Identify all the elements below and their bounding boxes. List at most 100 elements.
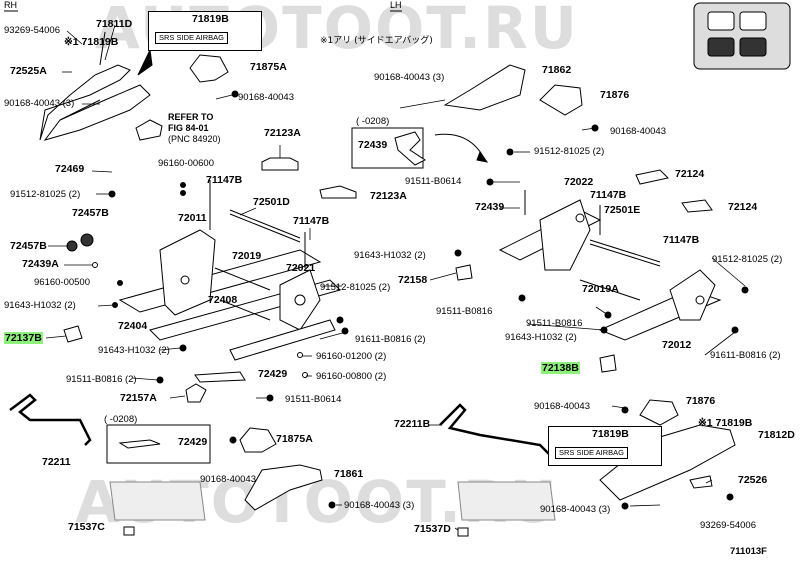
- label-72019: 72019: [232, 250, 262, 262]
- label-72158: 72158: [398, 274, 428, 286]
- srs-label-lh: SRS SIDE AIRBAG: [555, 447, 629, 459]
- label-96160-00500: 96160-00500: [34, 277, 90, 288]
- label-72501d: 72501D: [253, 196, 290, 208]
- label-91511-b0816-r2: 91511-B0816: [526, 318, 583, 329]
- header-lh: LH: [390, 0, 402, 10]
- label-91512-81025-c: 91512-81025 (2): [320, 282, 391, 293]
- label-91511-b0816-l: 91511-B0816 (2): [66, 374, 137, 385]
- inset-date-rh: ( -0208): [104, 414, 138, 425]
- label-71147b-a: 71147B: [206, 174, 243, 186]
- seat-cover-71811d: [39, 31, 151, 141]
- label-72429-inset: 72429: [178, 436, 208, 448]
- highlight-72138b: 72138B: [541, 362, 580, 374]
- label-72439-r: 72439: [475, 201, 505, 213]
- bracket-71875a-bottom: [239, 427, 277, 453]
- label-72211b: 72211B: [394, 418, 431, 430]
- clip-72123a-top: [261, 157, 299, 171]
- label-72408: 72408: [208, 294, 238, 306]
- label-91611-b0816-r: 91611-B0816 (2): [710, 350, 781, 361]
- bracket-71876-bottom: [639, 399, 679, 426]
- label-71876-top: 71876: [600, 89, 630, 101]
- label-71811d: 71811D: [96, 18, 133, 30]
- label-71875a-bot: 71875A: [276, 433, 313, 445]
- label-91512-81025-l: 91512-81025 (2): [10, 189, 81, 200]
- label-71861: 71861: [334, 468, 364, 480]
- refer-line-3: (PNC 84920): [168, 134, 221, 144]
- label-91511-b0614-c: 91511-B0614: [285, 394, 342, 405]
- label-72022: 72022: [564, 176, 594, 188]
- clip-72123a-mid: [319, 185, 357, 199]
- harness-84920: [135, 119, 163, 141]
- label-72429-main: 72429: [258, 368, 288, 380]
- label-72011: 72011: [178, 212, 207, 224]
- label-72501e: 72501E: [604, 204, 641, 216]
- label-72137b: 72137B: [4, 332, 43, 344]
- label-90168-40043-rb: 90168-40043: [534, 401, 590, 412]
- cover-72526: [689, 475, 713, 489]
- label-71876-bot: 71876: [686, 395, 716, 407]
- label-72439-inset: 72439: [358, 139, 388, 151]
- rod-72211: [9, 393, 92, 446]
- refer-to-note: REFER TO FIG 84-01 (PNC 84920): [168, 112, 221, 145]
- cover-72138b: [599, 354, 617, 373]
- label-72439a: 72439A: [22, 258, 59, 270]
- label-71147b-b: 71147B: [293, 215, 330, 227]
- label-71819b-box: 71819B: [192, 13, 229, 25]
- seat-track-lh: [498, 190, 722, 341]
- label-90168-40043-l: 90168-40043 (3): [4, 98, 75, 109]
- label-72525a: 72525A: [10, 65, 47, 77]
- label-71812d: 71812D: [758, 429, 795, 441]
- label-72469: 72469: [55, 163, 85, 175]
- label-90168-40043-rb3: 90168-40043 (3): [540, 504, 611, 515]
- label-91512-81025-rt: 91512-81025 (2): [534, 146, 605, 157]
- label-72457b-a: 72457B: [72, 207, 109, 219]
- label-96160-00600: 96160-00600: [158, 158, 214, 169]
- airbag-box-lh: 71819B SRS SIDE AIRBAG: [548, 426, 662, 466]
- highlight-72137b: 72137B: [4, 332, 43, 344]
- label-96160-00800: 96160-00800 (2): [316, 371, 387, 382]
- cover-72158: [455, 264, 473, 281]
- cover-71862: [443, 64, 526, 111]
- label-72124-a: 72124: [675, 168, 705, 180]
- label-91611-b0816-c: 91611-B0816 (2): [355, 334, 426, 345]
- label-72457b-b: 72457B: [10, 240, 47, 252]
- car-seat-icon: [693, 2, 791, 70]
- label-71147b-r2: 71147B: [663, 234, 700, 246]
- label-72526: 72526: [738, 474, 768, 486]
- label-91511-b0816-r: 91511-B0816: [436, 306, 493, 317]
- bracket-72429: [194, 371, 246, 383]
- label-72123a-top: 72123A: [264, 127, 301, 139]
- label-91512-81025-rr: 91512-81025 (2): [712, 254, 783, 265]
- label-72124-b: 72124: [728, 201, 758, 213]
- cover-72157a: [185, 383, 207, 403]
- label-72021: 72021: [286, 262, 316, 274]
- bracket-71876-top: [539, 84, 583, 116]
- label-71862: 71862: [542, 64, 572, 76]
- label-71819b-star: ※1 71819B: [64, 36, 119, 48]
- label-91643-h1032-r2: 91643-H1032 (2): [505, 332, 577, 343]
- cover-72137b: [63, 325, 83, 343]
- label-71537d: 71537D: [414, 523, 451, 535]
- label-91511-b0614-r: 91511-B0614: [405, 176, 462, 187]
- bracket-71875a-top: [189, 54, 229, 83]
- label-90168-40043-r: 90168-40043: [610, 126, 666, 137]
- seat-cushion-bottom-rh: [109, 481, 206, 521]
- arrow-airbag-rh: [137, 48, 153, 76]
- seat-track-rh: [118, 180, 341, 361]
- rod-72211b: [439, 403, 556, 461]
- label-72012: 72012: [662, 339, 692, 351]
- label-72019a: 72019A: [582, 283, 619, 295]
- label-93269-54006-br: 93269-54006: [700, 520, 756, 531]
- label-90168-40043-r3: 90168-40043 (3): [374, 72, 445, 83]
- label-71819b-star-r: ※1 71819B: [698, 417, 753, 429]
- label-72123a-mid: 72123A: [370, 190, 407, 202]
- label-72211: 72211: [42, 456, 71, 468]
- srs-label-rh: SRS SIDE AIRBAG: [155, 32, 229, 44]
- label-91643-h1032-l: 91643-H1032 (2): [4, 300, 76, 311]
- label-90168-40043-b: 90168-40043: [200, 474, 256, 485]
- note-airbag: ※1アリ (サイドエアバッグ): [320, 36, 433, 46]
- label-71875a-top: 71875A: [250, 61, 287, 73]
- header-rh: RH: [4, 0, 17, 10]
